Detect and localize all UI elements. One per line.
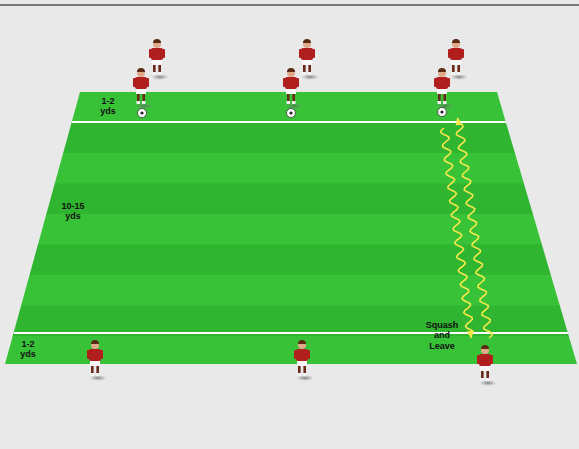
player-arm xyxy=(149,49,152,58)
arrow-head xyxy=(467,331,474,338)
player-hair xyxy=(481,345,489,349)
player-sock xyxy=(303,72,307,75)
player-arm xyxy=(299,49,302,58)
grass-stripe xyxy=(0,184,579,215)
player-sock xyxy=(438,101,442,104)
player-shirt xyxy=(479,354,491,366)
arrow-head xyxy=(456,118,463,125)
player-head xyxy=(452,40,460,48)
player-head xyxy=(91,341,99,349)
grass-stripe xyxy=(0,245,579,276)
soccer-ball xyxy=(138,109,147,118)
player-hair xyxy=(298,340,306,344)
player-arm xyxy=(87,350,90,359)
soccer-ball xyxy=(438,108,447,117)
player-figure xyxy=(434,68,454,109)
player-arm xyxy=(296,78,299,87)
player-sock xyxy=(481,378,485,381)
player-arm xyxy=(461,49,464,58)
player-figure xyxy=(448,39,468,80)
player-figure xyxy=(294,340,314,381)
player-figure xyxy=(87,340,107,381)
player-sock xyxy=(308,72,312,75)
player-arm xyxy=(133,78,136,87)
player-hair xyxy=(287,68,295,72)
grass-stripe xyxy=(0,336,579,367)
player-sock xyxy=(443,101,447,104)
player-sock xyxy=(452,72,456,75)
player-arm xyxy=(146,78,149,87)
dimension-note: 1-2 yds xyxy=(96,96,120,117)
player-sock xyxy=(137,101,141,104)
player-sock xyxy=(287,101,291,104)
player-shirt xyxy=(89,349,101,361)
grass-stripe xyxy=(0,275,579,306)
grass-stripe xyxy=(0,123,579,154)
player-shirt xyxy=(151,48,163,60)
player-shirt xyxy=(296,349,308,361)
player-sock xyxy=(292,101,296,104)
player-head xyxy=(153,40,161,48)
ball-patch xyxy=(140,111,143,114)
player-figure xyxy=(477,345,497,386)
player-arm xyxy=(477,355,480,364)
player-hair xyxy=(91,340,99,344)
dimension-note: Squash and Leave xyxy=(420,320,464,351)
player-sock xyxy=(457,72,461,75)
ball-patch xyxy=(440,110,443,113)
player-head xyxy=(438,69,446,77)
player-sock xyxy=(91,373,95,376)
player-hair xyxy=(153,39,161,43)
player-sock xyxy=(298,373,302,376)
soccer-ball xyxy=(287,109,296,118)
player-hair xyxy=(303,39,311,43)
player-hair xyxy=(137,68,145,72)
player-arm xyxy=(307,350,310,359)
grass-stripe xyxy=(0,153,579,184)
dribble-path xyxy=(441,128,473,338)
player-sock xyxy=(158,72,162,75)
player-sock xyxy=(303,373,307,376)
player-sock xyxy=(486,378,490,381)
player-figure xyxy=(149,39,169,80)
player-head xyxy=(287,69,295,77)
player-arm xyxy=(434,78,437,87)
player-hair xyxy=(452,39,460,43)
player-arm xyxy=(490,355,493,364)
player-arm xyxy=(283,78,286,87)
player-shirt xyxy=(436,77,448,89)
player-head xyxy=(481,346,489,354)
dimension-note: 10-15 yds xyxy=(56,201,90,222)
player-hair xyxy=(438,68,446,72)
player-head xyxy=(298,341,306,349)
player-shirt xyxy=(135,77,147,89)
player-figure xyxy=(133,68,153,109)
dribble-path xyxy=(456,118,492,338)
player-arm xyxy=(294,350,297,359)
player-sock xyxy=(153,72,157,75)
player-shirt xyxy=(285,77,297,89)
grass-stripe xyxy=(0,214,579,245)
grass-stripe xyxy=(0,92,579,123)
grass-stripe xyxy=(0,306,579,337)
player-shirt xyxy=(301,48,313,60)
player-sock xyxy=(96,373,100,376)
player-sock xyxy=(142,101,146,104)
dimension-note: 1-2 yds xyxy=(16,339,40,360)
player-figure xyxy=(283,68,303,109)
player-arm xyxy=(312,49,315,58)
player-arm xyxy=(162,49,165,58)
player-arm xyxy=(448,49,451,58)
player-arm xyxy=(447,78,450,87)
player-shirt xyxy=(450,48,462,60)
player-head xyxy=(137,69,145,77)
player-head xyxy=(303,40,311,48)
ball-patch xyxy=(289,111,292,114)
player-figure xyxy=(299,39,319,80)
player-arm xyxy=(100,350,103,359)
